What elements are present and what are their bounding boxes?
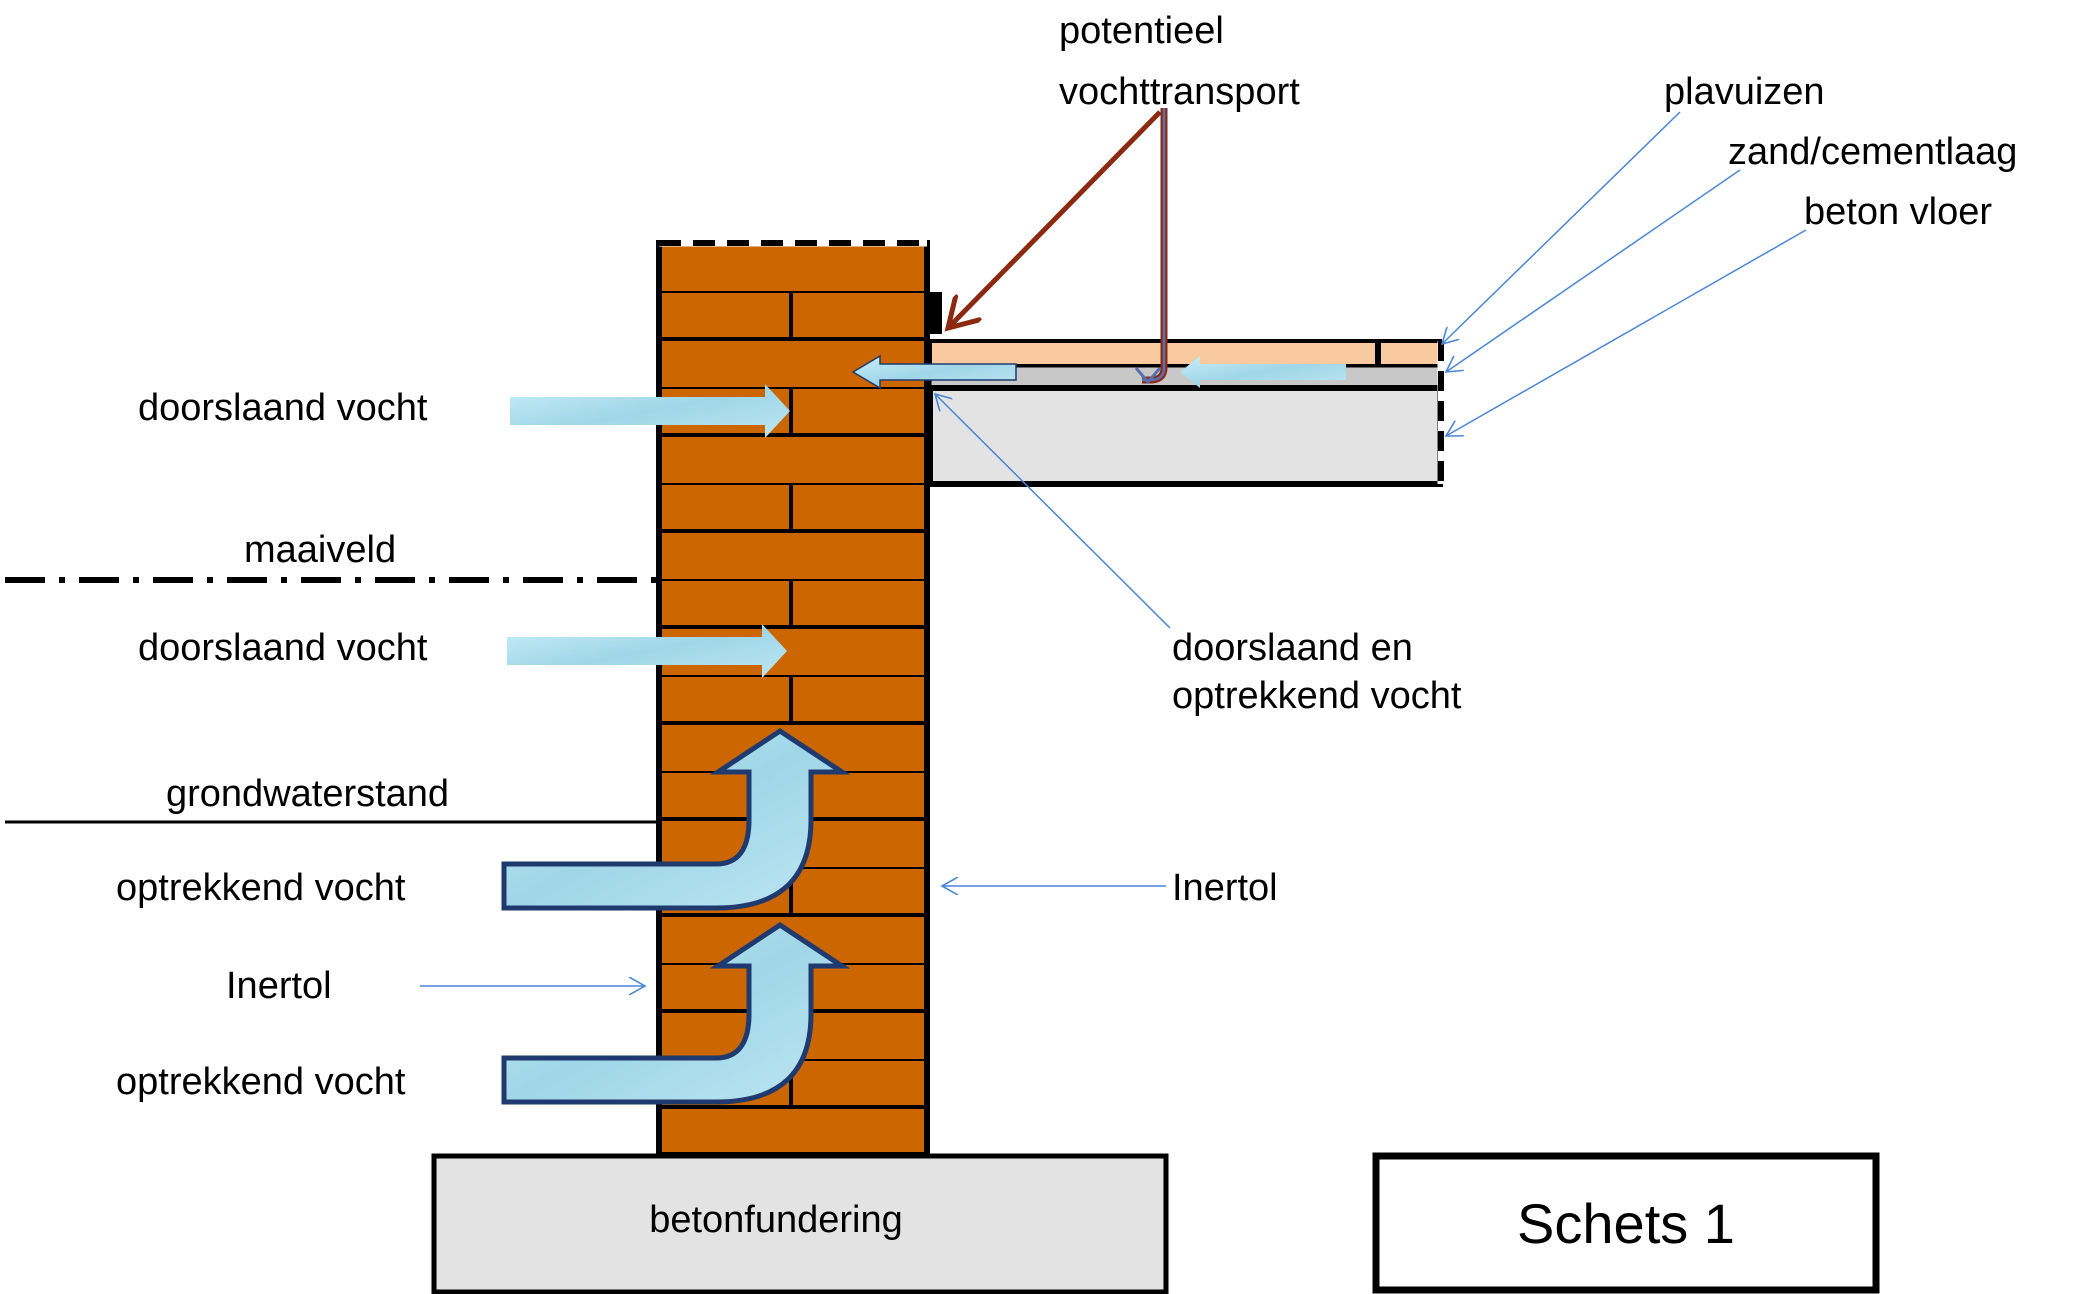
label-zand-cementlaag: zand/cementlaag	[1728, 131, 2017, 173]
label-potentieel: potentieel	[1059, 10, 1224, 52]
concrete-floor	[927, 385, 1443, 487]
label-inertol-left: Inertol	[226, 965, 332, 1007]
label-maaiveld: maaiveld	[244, 529, 396, 571]
label-schets: Schets 1	[1517, 1192, 1735, 1255]
leader-beton-vloer	[1446, 229, 1807, 436]
floor-moisture-arrow-right	[1180, 356, 1346, 388]
label-vochttransport: vochttransport	[1059, 71, 1300, 113]
leader-zand-cementlaag	[1446, 169, 1741, 372]
leader-doorslaand-optrekkend	[935, 394, 1171, 629]
label-doorslaand-vocht-upper: doorslaand vocht	[138, 387, 428, 429]
tile-layer	[928, 339, 1442, 368]
label-doorslaand-en: doorslaand en	[1172, 627, 1413, 669]
floor-moisture-arrow-left	[851, 354, 1017, 390]
wall-floor-joint-strip	[930, 292, 942, 334]
label-plavuizen: plavuizen	[1664, 71, 1825, 113]
penetrating-moisture-arrow-upper	[510, 384, 790, 438]
rising-damp-arrow-lower	[501, 922, 851, 1105]
label-inertol-right: Inertol	[1172, 867, 1278, 909]
label-betonfundering: betonfundering	[649, 1199, 903, 1241]
leader-plavuizen	[1442, 111, 1681, 344]
label-optrekkend-vocht-floor: optrekkend vocht	[1172, 675, 1462, 717]
rising-damp-arrow-upper	[501, 728, 851, 911]
label-optrekkend-vocht-lower: optrekkend vocht	[116, 1061, 406, 1103]
concrete-foundation	[431, 1153, 1169, 1294]
sketch-label-box	[1372, 1152, 1880, 1294]
label-doorslaand-vocht-lower: doorslaand vocht	[138, 627, 428, 669]
label-beton-vloer: beton vloer	[1804, 191, 1992, 233]
penetrating-moisture-arrow-lower	[507, 624, 787, 678]
potential-transport-arrow	[948, 110, 1162, 328]
label-grondwaterstand: grondwaterstand	[166, 773, 449, 815]
label-optrekkend-vocht-upper: optrekkend vocht	[116, 867, 406, 909]
potential-transport-hook-head	[1134, 367, 1162, 385]
